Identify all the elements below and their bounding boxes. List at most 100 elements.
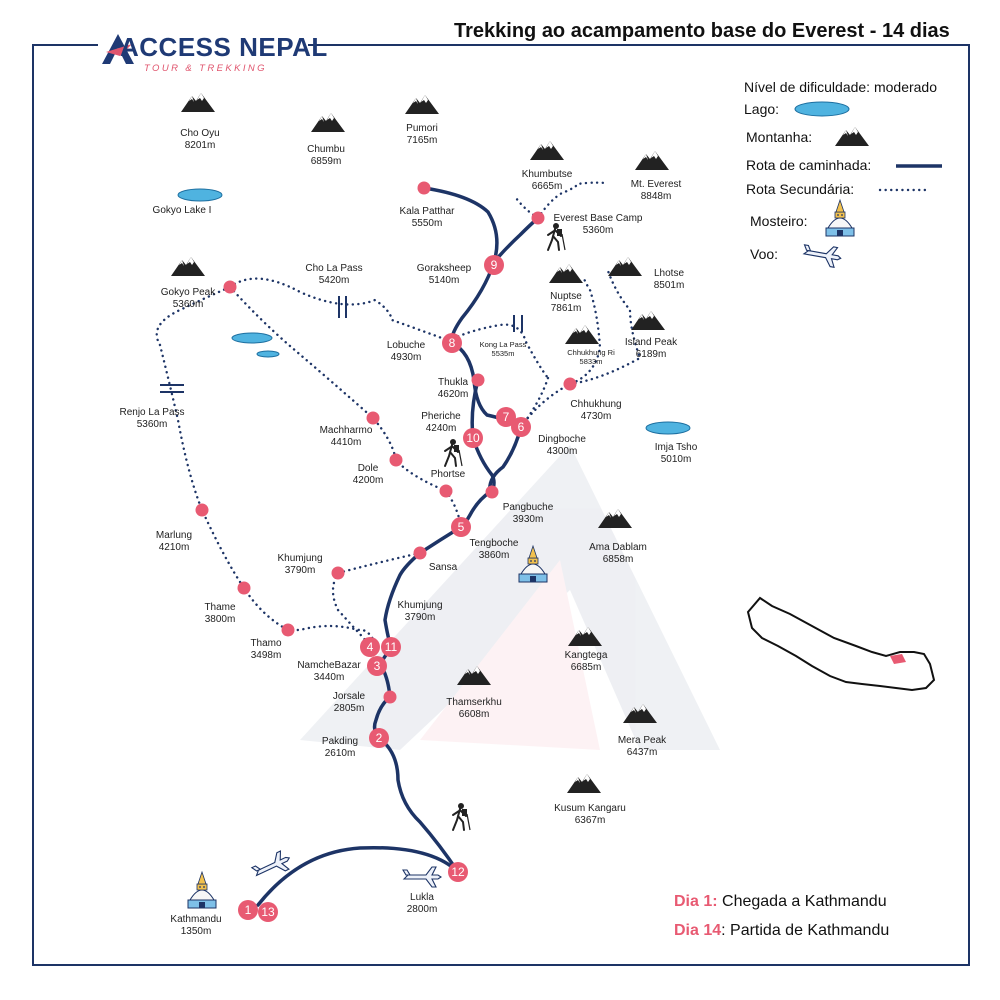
day-badge-13: 13: [258, 902, 278, 922]
flight-icon: [402, 866, 442, 888]
lake-icon: [231, 332, 273, 344]
day-badge-number: 4: [367, 640, 374, 654]
brand-tagline: TOUR & TREKKING: [144, 63, 267, 74]
day-badge-2: 2: [369, 728, 389, 748]
day-badge-10: 10: [463, 428, 483, 448]
hiker-icon: [452, 802, 471, 831]
day-badge-5: 5: [451, 517, 471, 537]
day-badge-number: 5: [458, 520, 465, 534]
secondary-route: [155, 181, 642, 647]
day-badge-3: 3: [367, 656, 387, 676]
map-frame: [32, 44, 970, 966]
day-badge-number: 1: [245, 903, 252, 917]
region-highlight: [890, 654, 906, 664]
day-badge-number: 3: [374, 659, 381, 673]
day-badge-9: 9: [484, 255, 504, 275]
day-badge-number: 9: [491, 258, 498, 272]
brand-logo: ACCESS NEPAL TOUR & TREKKING: [98, 24, 327, 80]
legend-difficulty: Nível de dificuldade: moderado: [744, 79, 938, 95]
day-badge-12: 12: [448, 862, 468, 882]
legend-lake-icon: [794, 101, 850, 117]
kathmandu-monastery-icon: [187, 871, 217, 909]
day-badge-6: 6: [511, 417, 531, 437]
map-title: Trekking ao acampamento base do Everest …: [450, 20, 954, 43]
day-badge-number: 10: [466, 431, 480, 445]
day-badge-number: 2: [376, 731, 383, 745]
legend-flight-icon: [801, 241, 843, 269]
day-badge-7: 7: [496, 407, 516, 427]
legend-route-label: Rota de caminhada:: [746, 157, 872, 173]
nepal-outline: [746, 596, 936, 692]
lake-label: Gokyo Lake I: [152, 205, 212, 216]
legend-secondary-label: Rota Secundária:: [746, 181, 855, 197]
day-badge-11: 11: [381, 637, 401, 657]
day-badge-number: 6: [518, 420, 525, 434]
day-badge-number: 11: [385, 640, 398, 654]
day-badge-number: 12: [451, 865, 465, 879]
day-badge-8: 8: [442, 333, 462, 353]
logo-mark-icon: [102, 34, 134, 64]
day-badge-1: 1: [238, 900, 258, 920]
watermark: [300, 445, 720, 750]
waypoint-dots: [195, 181, 577, 704]
note-day-14: Dia 14: Partida de Kathmandu: [674, 922, 890, 939]
day-badge-number: 7: [503, 410, 510, 424]
legend-monastery-label: Mosteiro:: [750, 213, 808, 229]
place-label: Phortse: [430, 469, 466, 480]
legend-monastery-icon: [825, 199, 855, 237]
day-badge-4: 4: [360, 637, 380, 657]
day-badge-number: 8: [449, 336, 456, 350]
legend-lake-label: Lago:: [744, 101, 780, 117]
day-badge-number: 13: [261, 905, 275, 919]
lake-imja-icon: [645, 421, 691, 435]
brand-name: ACCESS NEPAL: [120, 32, 328, 62]
place-label: Sansa: [428, 562, 458, 573]
legend-flight-label: Voo:: [750, 246, 779, 262]
pass-markers: [160, 296, 523, 393]
lake-icon: [256, 350, 280, 358]
hiker-icon: [444, 438, 463, 467]
note-day-1: Dia 1: Chegada a Kathmandu: [674, 893, 887, 910]
